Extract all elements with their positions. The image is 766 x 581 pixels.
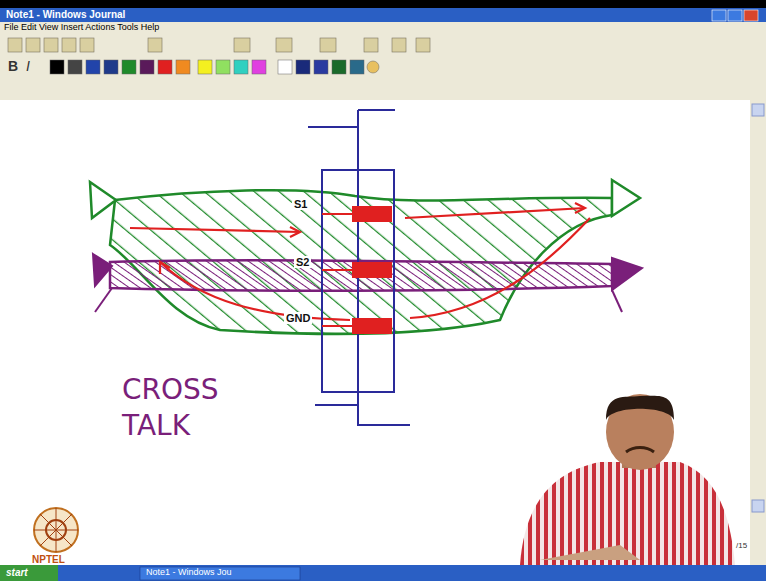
- taskbar-item: Note1 - Windows Jou: [146, 568, 232, 578]
- taskbar: [0, 565, 766, 581]
- window-title: Note1 - Windows Journal: [6, 9, 125, 20]
- ground-pin-name: GND: [284, 312, 312, 324]
- start-button: start: [6, 567, 28, 578]
- current-arrows: [130, 203, 590, 320]
- presenter-figure: [520, 394, 735, 565]
- toolbar-area: [0, 22, 766, 100]
- bold-button: B: [8, 59, 18, 74]
- note-canvas: [0, 100, 750, 565]
- handwritten-note: CROSS TALK: [122, 372, 242, 445]
- signal-field-band: [90, 180, 640, 334]
- signal-pin-name: S1: [292, 198, 309, 210]
- italic-button: I: [26, 59, 30, 74]
- victim-field-band: [93, 254, 642, 312]
- title-bar: [0, 8, 766, 22]
- menu-bar: File Edit View Insert Actions Tools Help: [4, 23, 159, 33]
- nptel-logo: [34, 508, 78, 552]
- page-number: /15: [736, 542, 747, 551]
- connector-symbol: [308, 110, 410, 425]
- signal-pin-name: S2: [294, 256, 311, 268]
- logo-text: NPTEL: [32, 554, 65, 565]
